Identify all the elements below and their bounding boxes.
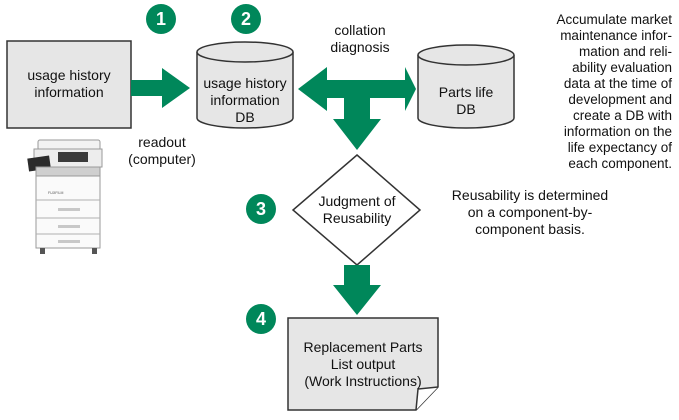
step-badge-4: 4 <box>246 304 276 334</box>
output-label: Replacement Parts List output (Work Inst… <box>303 339 423 389</box>
page-curl <box>415 386 439 411</box>
step-badge-3: 3 <box>246 194 276 224</box>
printer-brand: FUJIFILM <box>48 191 63 195</box>
step-badge-1: 1 <box>146 4 176 34</box>
collation-arrow <box>298 67 416 150</box>
down-arrow-output <box>333 265 381 315</box>
parts-life-db-label: Parts life DB <box>438 84 494 117</box>
svg-text:4: 4 <box>256 309 266 329</box>
readout-label: readout (computer) <box>128 134 196 167</box>
collation-diagnosis-label: collation diagnosis <box>330 22 390 55</box>
multifunction-printer-icon: FUJIFILM <box>27 139 103 254</box>
usage-history-db-cylinder <box>196 41 294 129</box>
readout-arrow <box>131 68 190 108</box>
usage-history-box <box>6 40 132 129</box>
svg-text:2: 2 <box>241 9 251 29</box>
svg-text:1: 1 <box>156 9 166 29</box>
reusability-note: Reusability is determined on a component… <box>451 187 609 237</box>
accumulate-note: Accumulate market maintenance infor- mat… <box>556 12 672 171</box>
judgment-label: Judgment of Reusability <box>318 193 396 226</box>
usage-history-label: usage history information <box>27 67 111 100</box>
svg-text:3: 3 <box>256 199 266 219</box>
step-badge-2: 2 <box>231 4 261 34</box>
usage-db-label: usage history information DB <box>203 75 287 125</box>
parts-life-db-cylinder <box>417 44 515 129</box>
